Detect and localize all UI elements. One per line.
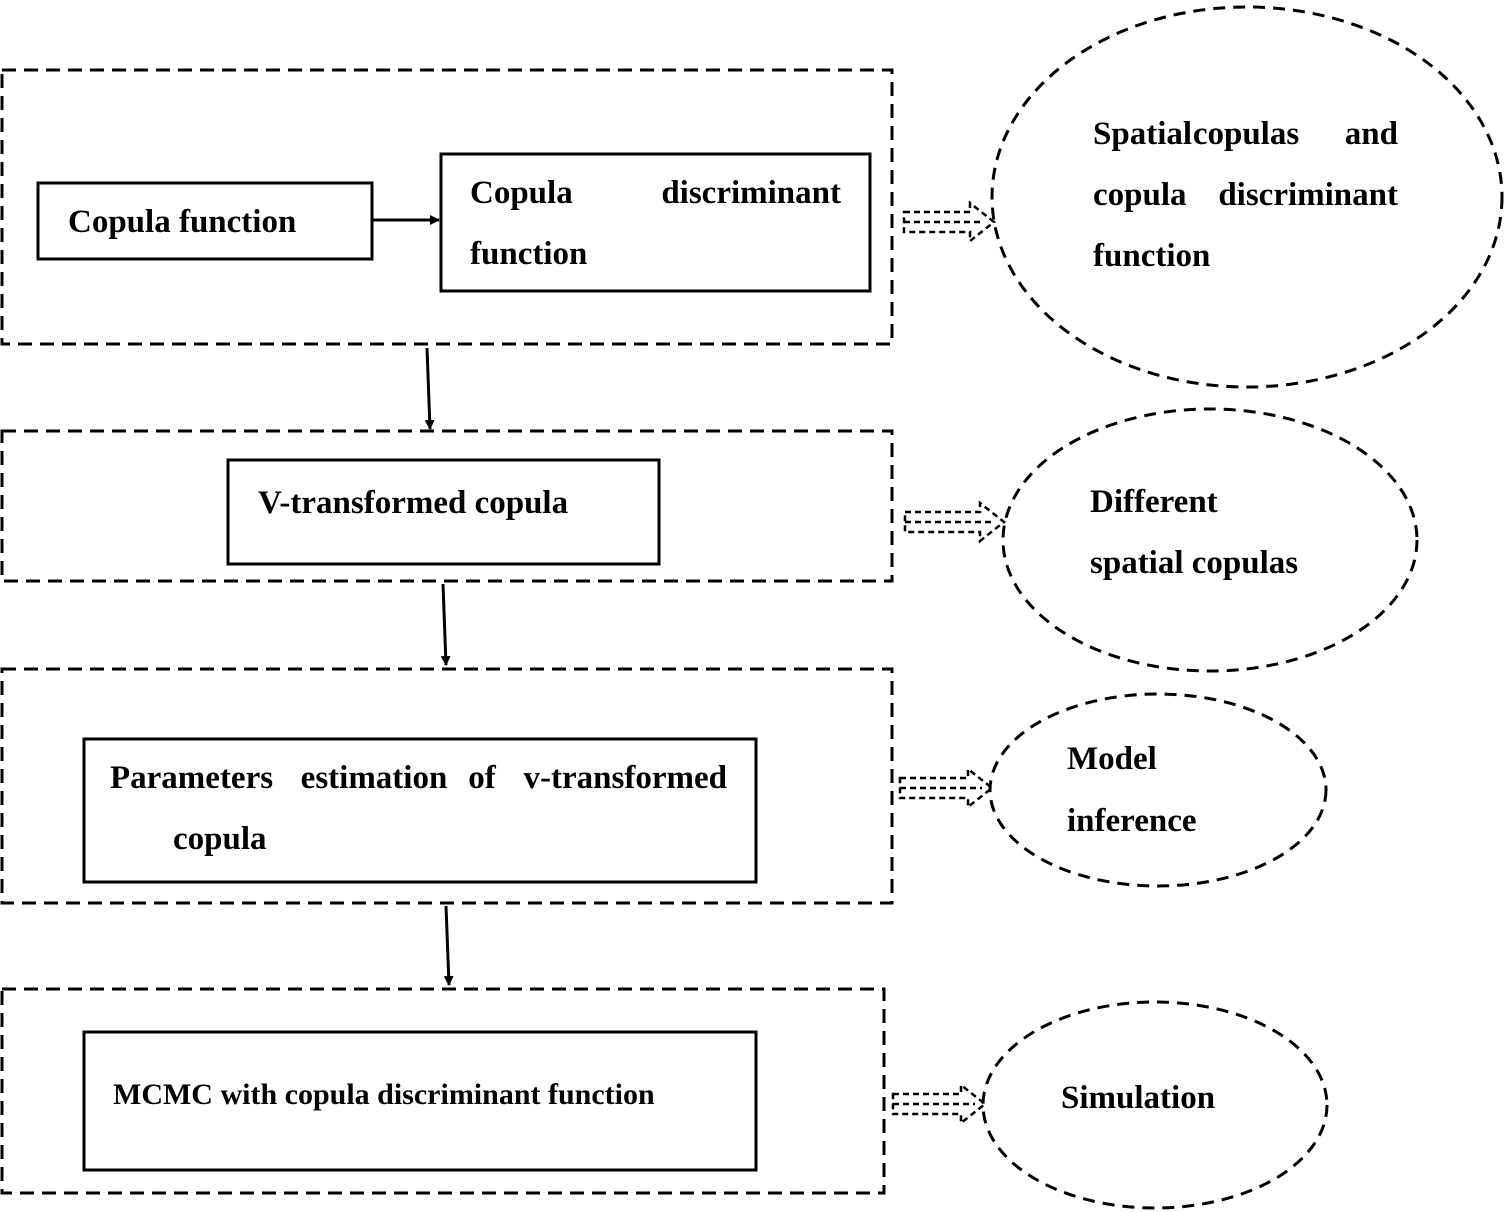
parameters-estimation-word4: v-transformed bbox=[524, 760, 727, 796]
parameters-estimation-box bbox=[82, 737, 758, 884]
copula-discriminant-function-box bbox=[439, 152, 872, 293]
outcome-2-line1: Different bbox=[1090, 484, 1218, 520]
copula-function-label: Copula function bbox=[68, 204, 296, 240]
outcome-3-line2: inference bbox=[1067, 803, 1197, 839]
outcome-1-line3: function bbox=[1093, 238, 1210, 274]
v-transformed-copula-box bbox=[226, 458, 661, 566]
outcome-4-label: Simulation bbox=[1061, 1080, 1215, 1116]
outcome-2-line2: spatial copulas bbox=[1090, 545, 1298, 581]
parameters-estimation-word2: estimation bbox=[301, 760, 448, 796]
outcome-1-line2-w2: discriminant bbox=[1218, 177, 1398, 213]
outcome-1-line1-w3: and bbox=[1345, 116, 1398, 152]
flow-arrow-1-2 bbox=[424, 347, 435, 430]
outcome-ellipse-1 bbox=[990, 5, 1504, 389]
stage-3-frame bbox=[0, 667, 894, 905]
copula-discriminant-label-line2: function bbox=[470, 236, 587, 272]
hollow-arrow-1 bbox=[902, 200, 997, 244]
hollow-arrow-3 bbox=[898, 766, 995, 810]
outcome-1-line2-w1: copula bbox=[1093, 177, 1187, 213]
parameters-estimation-line2: copula bbox=[173, 821, 267, 857]
outcome-1-line1-w1: Spatial bbox=[1093, 116, 1192, 152]
flow-arrow-2-3 bbox=[440, 583, 451, 666]
mcmc-box bbox=[82, 1030, 758, 1172]
outcome-ellipse-3 bbox=[988, 692, 1328, 888]
outcome-ellipse-4 bbox=[981, 1000, 1329, 1210]
outcome-ellipse-2 bbox=[1001, 407, 1419, 673]
copula-discriminant-label-word2: discriminant bbox=[661, 175, 841, 211]
v-transformed-copula-label: V-transformed copula bbox=[258, 485, 568, 521]
hollow-arrow-2 bbox=[903, 500, 1007, 544]
parameters-estimation-word3: of bbox=[468, 760, 497, 796]
flow-arrow-3-4 bbox=[443, 905, 454, 986]
parameters-estimation-word1: Parameters bbox=[110, 760, 273, 796]
copula-discriminant-label-word1: Copula bbox=[470, 175, 573, 211]
stage-4-frame bbox=[0, 987, 886, 1195]
mcmc-label: MCMC with copula discriminant function bbox=[113, 1078, 655, 1111]
stage-1-frame bbox=[0, 68, 894, 346]
outcome-1-line1-w2: copulas bbox=[1193, 116, 1300, 152]
stage-2-frame bbox=[0, 429, 894, 583]
hollow-arrow-4 bbox=[891, 1082, 988, 1126]
outcome-3-line1: Model bbox=[1067, 741, 1157, 777]
